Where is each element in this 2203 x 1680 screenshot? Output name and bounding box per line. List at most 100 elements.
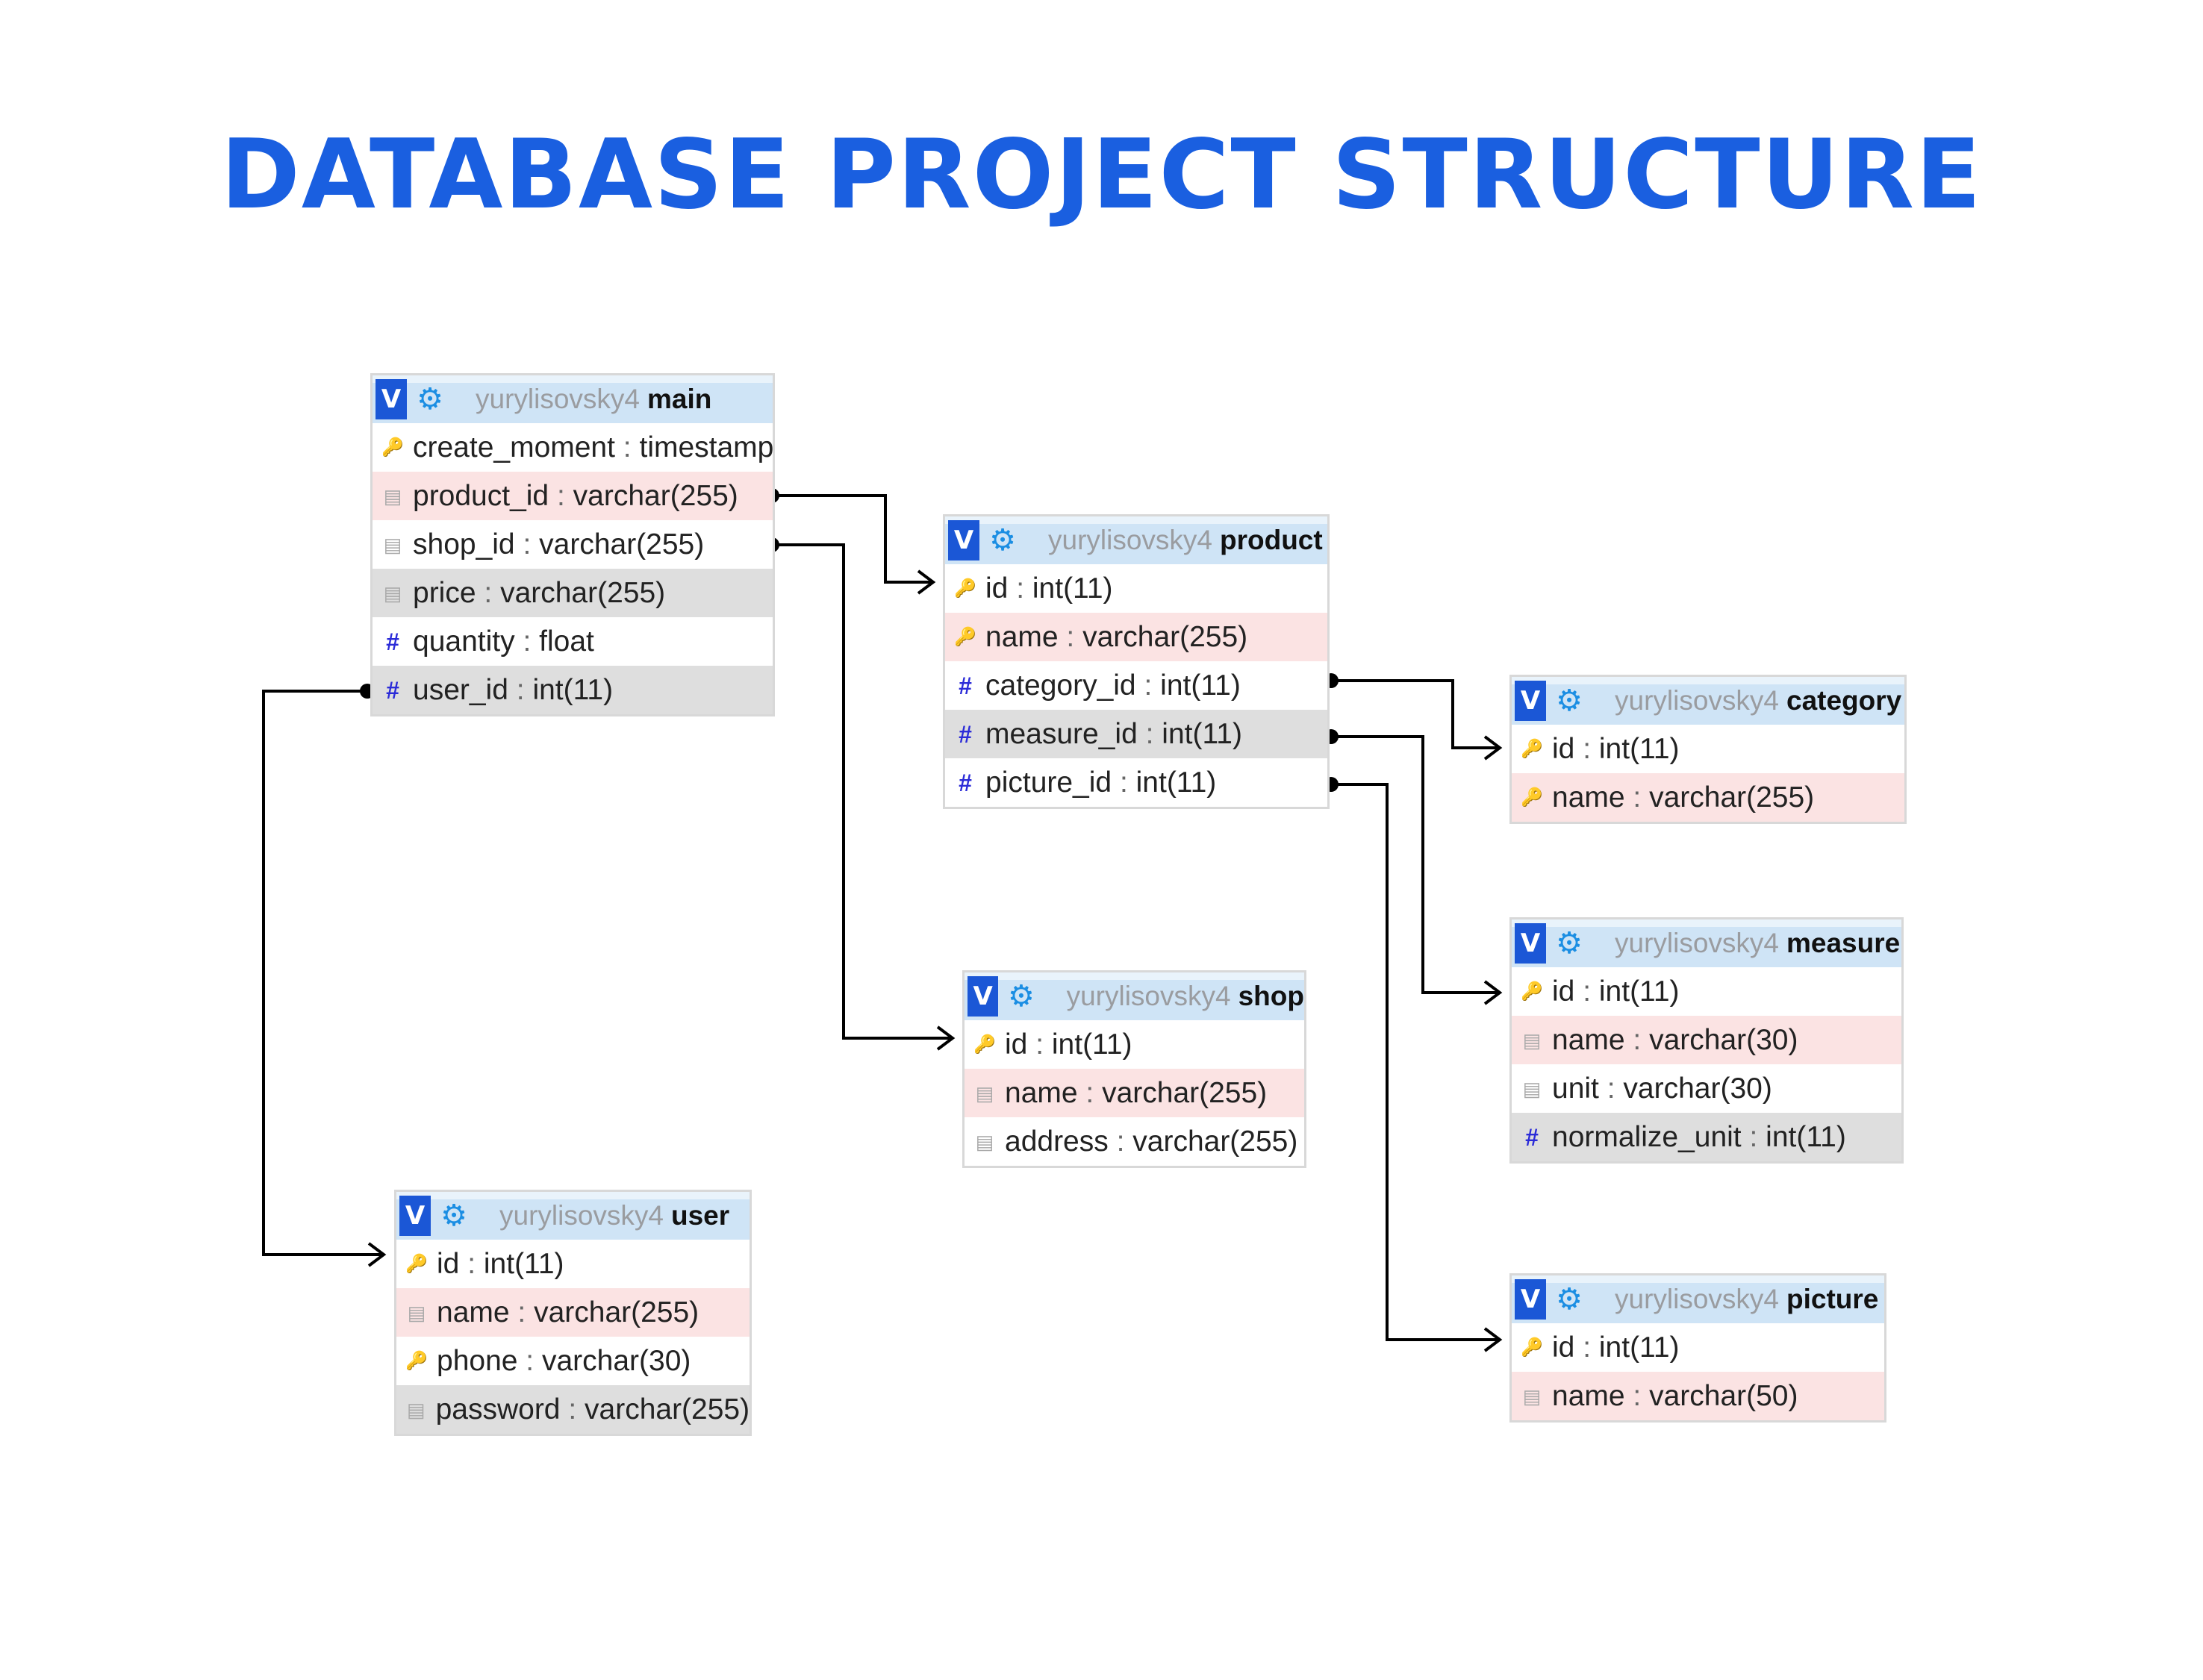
column-row-phone[interactable]: 🔑phone : varchar(30) — [396, 1337, 750, 1385]
v-badge-icon[interactable]: V — [399, 1196, 431, 1236]
table-name[interactable]: measure — [1786, 928, 1901, 958]
hash-icon: # — [386, 676, 399, 704]
column-row-quantity[interactable]: #quantity : float — [373, 617, 773, 666]
column-row-id[interactable]: 🔑id : int(11) — [1512, 1323, 1884, 1372]
v-badge-icon[interactable]: V — [948, 520, 979, 560]
column-row-create-moment[interactable]: 🔑create_moment : timestamp — [373, 423, 773, 472]
column-separator: : — [1741, 1120, 1766, 1153]
column-type: varchar(255) — [534, 1296, 699, 1328]
column-row-user-id[interactable]: #user_id : int(11) — [373, 666, 773, 714]
column-type: varchar(30) — [1649, 1023, 1798, 1056]
connector-arrowhead — [367, 1242, 387, 1267]
column-name: name — [1552, 1023, 1625, 1056]
text-icon: ▤ — [383, 484, 402, 508]
column-row-id[interactable]: 🔑id : int(11) — [945, 564, 1327, 613]
key-icon: 🔑 — [1521, 981, 1543, 1002]
table-name[interactable]: picture — [1786, 1284, 1879, 1314]
column-row-id[interactable]: 🔑id : int(11) — [1512, 725, 1904, 773]
column-row-product-id[interactable]: ▤product_id : varchar(255) — [373, 472, 773, 520]
column-row-password[interactable]: ▤password : varchar(255) — [396, 1385, 750, 1434]
hash-icon: # — [386, 628, 399, 655]
column-separator: : — [476, 576, 501, 609]
key-icon: 🔑 — [381, 437, 404, 458]
column-separator: : — [1624, 1023, 1650, 1056]
column-row-name[interactable]: ▤name : varchar(255) — [396, 1288, 750, 1337]
v-badge-icon[interactable]: V — [1515, 681, 1546, 721]
gear-icon[interactable]: ⚙ — [417, 383, 443, 416]
column-row-name[interactable]: 🔑name : varchar(255) — [945, 613, 1327, 661]
column-name: category_id — [985, 669, 1136, 702]
gear-icon[interactable]: ⚙ — [1556, 1283, 1583, 1316]
gear-icon[interactable]: ⚙ — [1556, 927, 1583, 960]
gear-icon[interactable]: ⚙ — [989, 524, 1016, 557]
column-row-unit[interactable]: ▤unit : varchar(30) — [1512, 1064, 1901, 1113]
column-row-id[interactable]: 🔑id : int(11) — [396, 1240, 750, 1288]
column-name: measure_id — [985, 717, 1138, 750]
text-icon: ▤ — [383, 581, 402, 605]
column-separator: : — [1598, 1072, 1624, 1105]
column-name: create_moment — [413, 431, 615, 463]
column-row-name[interactable]: ▤name : varchar(50) — [1512, 1372, 1884, 1420]
key-icon: 🔑 — [405, 1350, 428, 1371]
column-row-name[interactable]: ▤name : varchar(30) — [1512, 1016, 1901, 1064]
key-icon: 🔑 — [954, 626, 976, 647]
v-badge-icon[interactable]: V — [1515, 923, 1546, 964]
relation-main-user — [262, 684, 387, 1267]
column-type: int(11) — [532, 673, 614, 706]
column-row-id[interactable]: 🔑id : int(11) — [965, 1020, 1304, 1069]
gear-icon[interactable]: ⚙ — [1556, 684, 1583, 717]
gear-icon[interactable]: ⚙ — [440, 1199, 467, 1232]
column-type: int(11) — [1051, 1028, 1132, 1061]
relation-product-picture — [1324, 777, 1503, 1352]
table-name[interactable]: main — [647, 384, 712, 414]
table-name[interactable]: product — [1220, 525, 1323, 555]
v-badge-icon[interactable]: V — [1515, 1279, 1546, 1320]
column-separator: : — [508, 673, 533, 706]
column-name: id — [437, 1247, 460, 1280]
column-row-category-id[interactable]: #category_id : int(11) — [945, 661, 1327, 710]
connector-line — [1331, 679, 1500, 749]
column-name: id — [1005, 1028, 1028, 1061]
column-row-name[interactable]: 🔑name : varchar(255) — [1512, 773, 1904, 822]
v-badge-icon[interactable]: V — [967, 976, 999, 1017]
column-row-price[interactable]: ▤price : varchar(255) — [373, 569, 773, 617]
column-name: name — [1005, 1076, 1078, 1109]
column-name: phone — [437, 1344, 518, 1377]
table-name[interactable]: user — [671, 1200, 730, 1231]
column-type: varchar(255) — [1082, 620, 1248, 653]
column-type: int(11) — [1598, 1331, 1680, 1364]
column-separator: : — [517, 1344, 542, 1377]
text-icon: ▤ — [1522, 1384, 1542, 1408]
connector-line — [772, 543, 953, 1040]
gear-icon[interactable]: ⚙ — [1008, 980, 1035, 1013]
column-separator: : — [549, 479, 573, 512]
column-row-picture-id[interactable]: #picture_id : int(11) — [945, 758, 1327, 807]
text-icon: ▤ — [407, 1398, 426, 1421]
column-row-id[interactable]: 🔑id : int(11) — [1512, 967, 1901, 1016]
column-type: int(11) — [1766, 1120, 1846, 1153]
table-name[interactable]: shop — [1238, 981, 1304, 1011]
table-name[interactable]: category — [1786, 685, 1902, 716]
column-row-shop-id[interactable]: ▤shop_id : varchar(255) — [373, 520, 773, 569]
column-row-normalize-unit[interactable]: #normalize_unit : int(11) — [1512, 1113, 1901, 1161]
column-separator: : — [1574, 732, 1599, 765]
column-type: varchar(255) — [573, 479, 738, 512]
column-row-measure-id[interactable]: #measure_id : int(11) — [945, 710, 1327, 758]
column-name: password — [435, 1393, 561, 1425]
v-badge-icon[interactable]: V — [376, 379, 407, 419]
column-row-address[interactable]: ▤address : varchar(255) — [965, 1117, 1304, 1166]
column-row-name[interactable]: ▤name : varchar(255) — [965, 1069, 1304, 1117]
